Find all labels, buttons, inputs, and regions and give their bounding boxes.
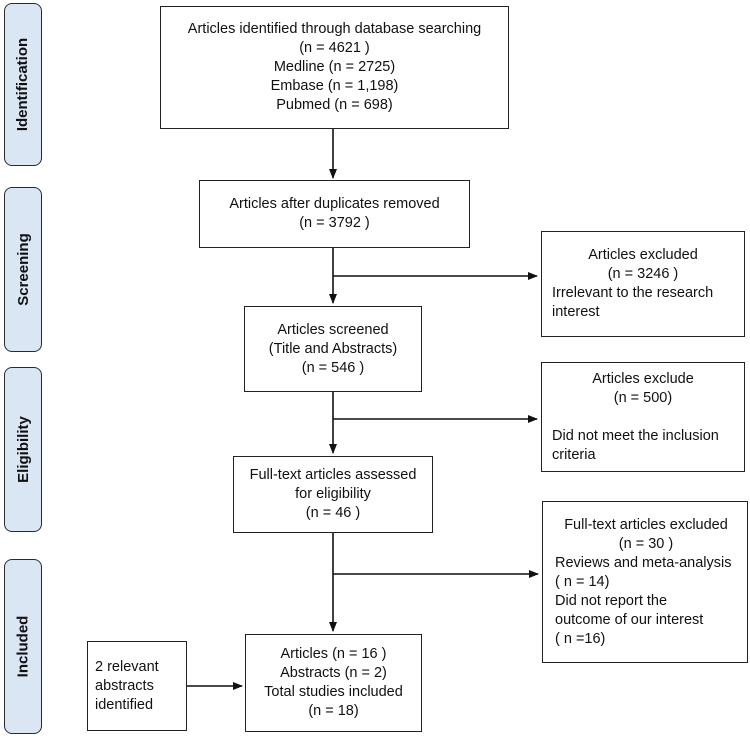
fulltext-box: Full-text articles assessed for eligibil…	[233, 456, 433, 533]
excluded-1-box: Articles excluded (n = 3246 ) Irrelevant…	[541, 231, 745, 337]
excluded-1-reason-2: interest	[552, 304, 600, 320]
abstracts-line-1: 2 relevant	[95, 658, 159, 675]
included-abstracts: Abstracts (n = 2)	[280, 665, 387, 681]
phase-included: Included	[4, 559, 42, 734]
excluded-2-title: Articles exclude	[592, 370, 694, 387]
identified-medline: Medline (n = 2725)	[273, 59, 396, 75]
phase-eligibility: Eligibility	[4, 367, 42, 532]
phase-screening: Screening	[4, 187, 42, 352]
abstracts-box: 2 relevant abstracts identified	[87, 641, 187, 731]
identified-pubmed: Pubmed (n = 698)	[276, 97, 393, 113]
excluded-3-count: (n = 30 )	[618, 535, 674, 552]
deduplicated-title: Articles after duplicates removed	[229, 196, 440, 212]
excluded-2-count: (n = 500)	[613, 389, 673, 406]
excluded-3-reason-2-line-1: Did not report the	[555, 592, 668, 609]
deduplicated-box: Articles after duplicates removed (n = 3…	[199, 180, 470, 248]
excluded-3-reason-2-count: ( n =16)	[555, 630, 606, 647]
included-total-label: Total studies included	[264, 684, 403, 700]
excluded-3-box: Full-text articles excluded (n = 30 ) Re…	[542, 501, 748, 663]
identified-total: (n = 4621 )	[299, 40, 370, 56]
included-total-count: (n = 18)	[308, 703, 359, 719]
abstracts-line-3: identified	[95, 696, 154, 713]
excluded-3-title: Full-text articles excluded	[564, 516, 728, 533]
identified-box: Articles identified through database sea…	[160, 6, 509, 129]
excluded-1-title: Articles excluded	[588, 247, 698, 263]
excluded-2-box: Articles exclude (n = 500) Did not meet …	[541, 362, 745, 472]
excluded-3-reason-1-count: ( n = 14)	[555, 573, 610, 590]
identified-embase: Embase (n = 1,198)	[270, 78, 399, 94]
fulltext-title-2: for eligibility	[295, 486, 371, 502]
identified-title: Articles identified through database sea…	[187, 21, 482, 37]
phase-identification: Identification	[4, 3, 42, 166]
fulltext-title-1: Full-text articles assessed	[249, 467, 417, 483]
screened-title: Articles screened	[277, 321, 389, 338]
included-box: Articles (n = 16 ) Abstracts (n = 2) Tot…	[245, 634, 422, 732]
abstracts-line-2: abstracts	[95, 677, 154, 694]
excluded-3-reason-1: Reviews and meta-analysis	[555, 554, 732, 571]
excluded-3-reason-2-line-2: outcome of our interest	[555, 611, 704, 628]
screened-box: Articles screened (Title and Abstracts) …	[244, 306, 422, 392]
deduplicated-count: (n = 3792 )	[299, 215, 370, 231]
excluded-1-reason-1: Irrelevant to the research	[552, 285, 714, 301]
excluded-2-reason-1: Did not meet the inclusion	[552, 427, 719, 444]
screened-subtitle: (Title and Abstracts)	[268, 340, 398, 357]
included-articles: Articles (n = 16 )	[280, 646, 387, 662]
excluded-2-reason-2: criteria	[552, 446, 596, 463]
excluded-1-count: (n = 3246 )	[607, 266, 679, 282]
screened-count: (n = 546 )	[301, 359, 365, 376]
fulltext-count: (n = 46 )	[305, 505, 361, 521]
